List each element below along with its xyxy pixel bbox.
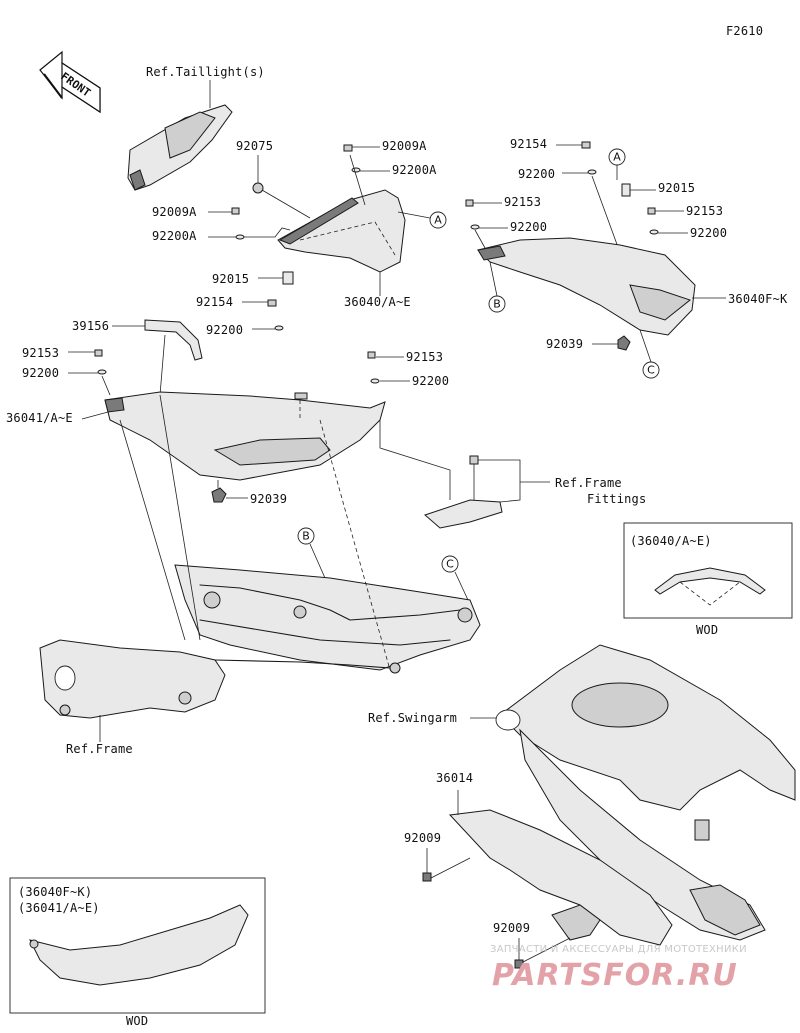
watermark-tagline: ЗАПЧАСТИ И АКСЕССУАРЫ ДЛЯ МОТОТЕХНИКИ	[490, 944, 747, 955]
wod-box-2-title-1: (36040F~K)	[18, 885, 92, 899]
wod-box-2-caption: WOD	[126, 1014, 148, 1028]
part-92015-right: 92015	[658, 181, 695, 195]
part-92153-right-b: 92153	[686, 204, 723, 218]
wod-box-1-title: (36040/A~E)	[630, 534, 712, 548]
watermark-brand: PARTSFOR.RU	[492, 958, 738, 993]
ref-frame-fittings-2: Fittings	[587, 492, 646, 506]
frame-fittings	[424, 455, 503, 529]
diagram-code: F2610	[726, 24, 763, 38]
wod-box-2-title-2: (36041/A~E)	[18, 901, 100, 915]
ref-frame-fittings-1: Ref.Frame	[555, 476, 622, 490]
part-92154-right: 92154	[510, 137, 547, 151]
taillight	[127, 104, 233, 191]
part-36040AE: 36040/A~E	[344, 295, 411, 309]
swingarm	[495, 644, 796, 941]
part-36014: 36014	[436, 771, 473, 785]
ref-swingarm: Ref.Swingarm	[368, 711, 457, 725]
callout-c-1-label: C	[647, 364, 655, 377]
part-92200A-top: 92200A	[392, 163, 437, 177]
main-frame	[39, 639, 391, 719]
part-39156: 39156	[72, 319, 109, 333]
part-92039-left: 92039	[250, 492, 287, 506]
part-92154-left: 92154	[196, 295, 233, 309]
wod-box-2	[9, 877, 266, 1014]
part-92009A-top: 92009A	[382, 139, 427, 153]
cover-36040AE	[277, 189, 406, 273]
callout-c-2	[441, 555, 459, 573]
collar-92015-right	[621, 183, 631, 197]
seal-39156	[144, 319, 203, 361]
callout-c-2-label: C	[446, 558, 454, 571]
part-92039-right: 92039	[546, 337, 583, 351]
part-92009A-left: 92009A	[152, 205, 197, 219]
part-92009-b: 92009	[493, 921, 530, 935]
part-92200-right-b: 92200	[510, 220, 547, 234]
chain-guard-36014	[448, 809, 673, 946]
cover-36040FK	[477, 237, 696, 336]
part-92200-left-b: 92200	[22, 366, 59, 380]
part-92200-mid: 92200	[412, 374, 449, 388]
callout-b-2	[297, 527, 315, 545]
wod-box-1-part	[654, 567, 766, 595]
wod-box-1-caption: WOD	[696, 623, 718, 637]
part-92009-a: 92009	[404, 831, 441, 845]
callout-a-1-label: A	[434, 214, 442, 227]
side-cover-36041AE	[104, 391, 386, 481]
frame-subframe	[174, 564, 481, 674]
part-92200-left-a: 92200	[206, 323, 243, 337]
part-92075: 92075	[236, 139, 273, 153]
part-92200A-left: 92200A	[152, 229, 197, 243]
part-92200-right-a: 92200	[518, 167, 555, 181]
nut-92039-left	[211, 487, 227, 503]
part-92200-right-c: 92200	[690, 226, 727, 240]
callout-b-1-label: B	[493, 298, 501, 311]
part-92015-left: 92015	[212, 272, 249, 286]
callout-b-2-label: B	[302, 530, 310, 543]
part-36041AE: 36041/A~E	[6, 411, 73, 425]
part-36040FK: 36040F~K	[728, 292, 788, 306]
front-arrow-icon	[39, 50, 101, 114]
ref-frame: Ref.Frame	[66, 742, 133, 756]
nut-92039-right	[617, 335, 631, 351]
grommet-92075	[252, 182, 264, 194]
collar-92015-left	[282, 271, 294, 285]
part-92153-left: 92153	[22, 346, 59, 360]
wod-box-1	[623, 522, 793, 619]
callout-a-2-label: A	[613, 151, 621, 164]
wod-box-2-part	[29, 904, 249, 986]
part-92153-mid: 92153	[406, 350, 443, 364]
callout-a-1	[429, 211, 447, 229]
part-92153-right-a: 92153	[504, 195, 541, 209]
ref-taillight: Ref.Taillight(s)	[146, 65, 265, 79]
